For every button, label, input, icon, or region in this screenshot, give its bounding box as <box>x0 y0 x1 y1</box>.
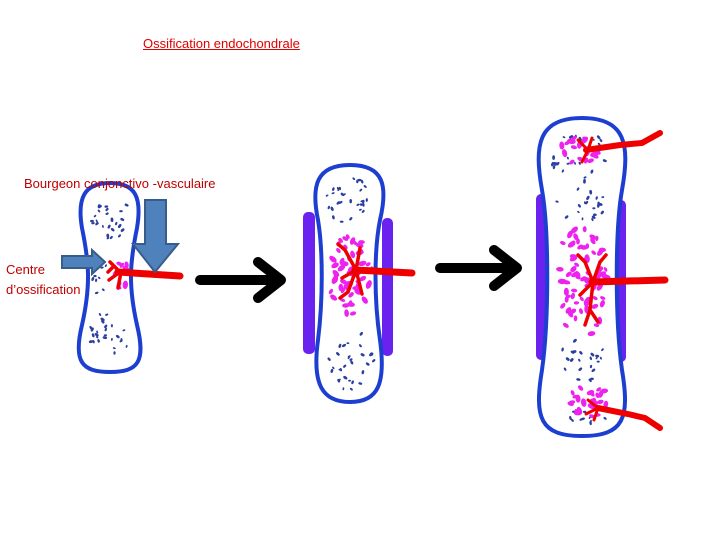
page-title: Ossification endochondrale <box>143 36 300 51</box>
bone-stage-2 <box>303 165 412 402</box>
progress-arrow-1 <box>200 262 281 298</box>
tissue-cell <box>358 240 365 244</box>
periosteum-right-2 <box>382 218 393 356</box>
periosteum-left-2 <box>303 212 315 354</box>
progress-arrow-2 <box>440 250 517 286</box>
bourgeon-label: Bourgeon conjonctivo -vasculaire <box>24 176 216 191</box>
tissue-cell <box>583 226 587 232</box>
centre-ossification-label-line1: Centre <box>6 262 45 277</box>
centre-ossification-label-line2: d’ossification <box>6 282 80 297</box>
bone-stage-3 <box>536 118 665 436</box>
tissue-cell <box>111 324 113 327</box>
